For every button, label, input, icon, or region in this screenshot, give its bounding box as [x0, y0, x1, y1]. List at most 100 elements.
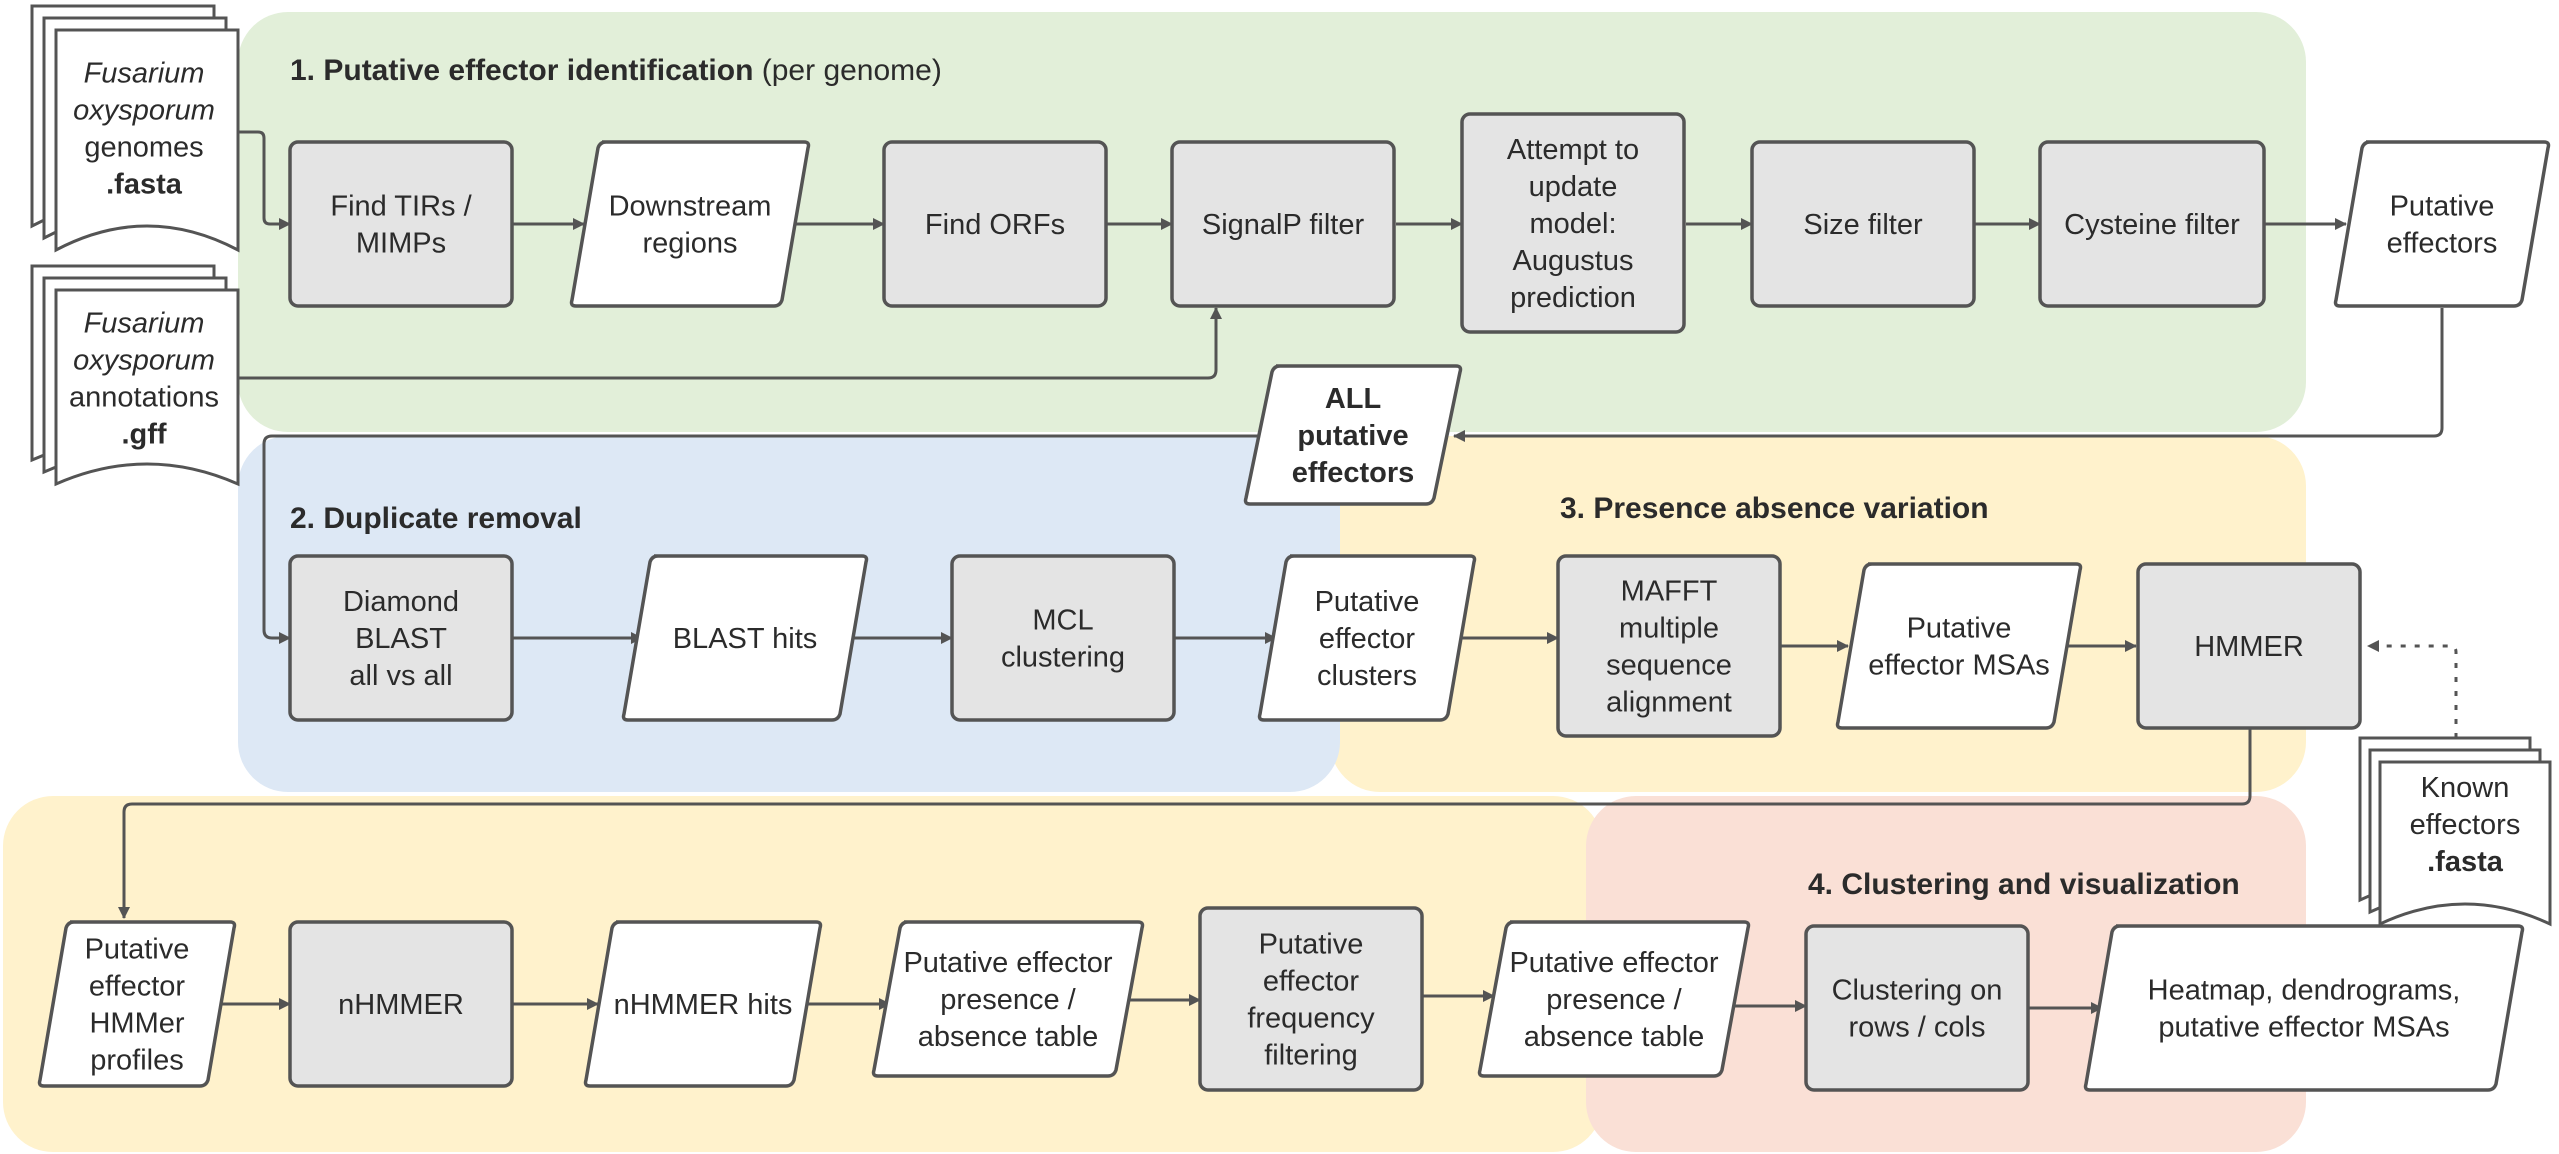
augustus-label-line: Attempt to [1507, 134, 1639, 166]
pa-table-2-label-line: Putative effector [1509, 947, 1718, 979]
pipeline-nodes: Find TIRs /MIMPs Downstream regions Find OR… [37, 112, 2551, 1092]
find-tirs-label-line: MIMPs [356, 228, 446, 260]
find-orfs-label: Find ORFs [925, 209, 1065, 241]
annotations-input-label-line: Fusarium [84, 308, 205, 340]
section-4-title: 4. Clustering and visualization [1808, 868, 2240, 901]
annotations-input-label-line: .gff [121, 419, 166, 451]
mafft-shape [1556, 554, 1782, 738]
effector-msas-shape [1835, 562, 2083, 730]
genomes-input-stack [30, 4, 240, 253]
nhmmer-hits-label: nHMMER hits [614, 989, 793, 1021]
augustus-label-line: Augustus [1513, 245, 1634, 277]
arrow-hmmer-to-hmmer-profiles [118, 728, 2252, 919]
arrow-genomes-to-find-tirs [238, 130, 291, 230]
heatmap-shape [2083, 924, 2525, 1092]
clustering-rows-cols-label-line: Clustering on [1832, 975, 2003, 1007]
blast-hits-shape [621, 554, 869, 722]
annotations-input-label-line: oxysporum [73, 345, 215, 377]
known-effectors-input-label-line: effectors [2410, 809, 2521, 841]
putative-effectors-label-line: effectors [2387, 228, 2498, 260]
size-filter-label-line: Size filter [1803, 209, 1923, 241]
clustering-rows-cols-shape [1804, 924, 2030, 1092]
arrow-all-to-diamond-blast [262, 434, 1262, 644]
diamond-blast-label-line: all vs all [349, 660, 452, 692]
diamond-blast-label-line: BLAST [355, 623, 447, 655]
genomes-input-label-line: .fasta [106, 169, 183, 201]
arrow-known-effectors-to-hmmer [2367, 640, 2458, 738]
cysteine-filter-shape [2038, 140, 2266, 308]
hmmer-shape [2136, 562, 2362, 730]
heatmap-label-line: putative effector MSAs [2158, 1012, 2449, 1044]
all-putative-effectors-shape [1243, 364, 1463, 506]
arrow-putative-effectors-to-all [1453, 308, 2444, 442]
mafft-label: MAFFT multiple sequence alignment [1606, 576, 1732, 719]
arrow-annotations-to-signalp [238, 307, 1222, 380]
putative-effectors-shape [2333, 140, 2551, 308]
mafft-label-line: sequence [1606, 650, 1732, 682]
hmmer-label-line: HMMER [2194, 631, 2304, 663]
mafft-label-line: multiple [1619, 613, 1719, 645]
hmmer-label: HMMER [2194, 631, 2304, 663]
hmmer-profiles-label-line: Putative [85, 934, 190, 966]
known-effectors-input-stack [2358, 736, 2552, 927]
connectors [118, 130, 2458, 1014]
frequency-filtering-label-line: Putative [1259, 929, 1364, 961]
downstream-regions-label-line: regions [642, 228, 737, 260]
hmmer-profiles-label-line: HMMer [89, 1008, 184, 1040]
nhmmer-label: nHMMER [338, 989, 464, 1021]
find-orfs-shape [882, 140, 1108, 308]
cysteine-filter-label: Cysteine filter [2064, 209, 2240, 241]
section-1-title-bold: 1. Putative effector identification [290, 54, 753, 87]
mcl-clustering-label-line: clustering [1001, 642, 1125, 674]
augustus-label-line: update [1529, 171, 1618, 203]
nhmmer-hits-shape [583, 920, 823, 1088]
blast-hits-label-line: BLAST hits [673, 623, 818, 655]
find-orfs-label-line: Find ORFs [925, 209, 1065, 241]
signalp-filter-label: SignalP filter [1202, 209, 1365, 241]
pa-table-2-label-line: presence / [1546, 984, 1682, 1016]
augustus-label-line: prediction [1510, 282, 1636, 314]
pa-table-2-shape [1477, 920, 1751, 1078]
downstream-regions-label-line: Downstream [609, 191, 772, 223]
genomes-document [54, 28, 240, 253]
pa-table-1-label-line: presence / [940, 984, 1076, 1016]
putative-effectors-label: Putative effectors [2387, 191, 2498, 260]
genomes-input-label-line: oxysporum [73, 95, 215, 127]
all-putative-effectors-label-line: ALL [1325, 383, 1381, 415]
putative-effectors-label-line: Putative [2390, 191, 2495, 223]
frequency-filtering-label-line: frequency [1247, 1003, 1375, 1035]
hmmer-profiles-label-line: effector [89, 971, 186, 1003]
find-tirs-label: Find TIRs /MIMPs [330, 191, 472, 260]
section-1-title-rest: (per genome) [753, 54, 941, 87]
section-3-title-bold: 3. Presence absence variation [1560, 492, 1989, 525]
section-4-title-bold: 4. Clustering and visualization [1808, 868, 2240, 901]
annotations-document [54, 288, 240, 487]
cysteine-filter-label-line: Cysteine filter [2064, 209, 2240, 241]
effector-clusters-shape [1257, 554, 1477, 722]
pa-table-1-label-line: Putative effector [903, 947, 1112, 979]
size-filter-label: Size filter [1803, 209, 1923, 241]
effector-msas-label-line: effector MSAs [1868, 650, 2050, 682]
mafft-label-line: MAFFT [1621, 576, 1718, 608]
section-1-title: 1. Putative effector identification (per… [290, 54, 942, 87]
annotations-input-stack [30, 264, 240, 487]
effector-clusters-label-line: Putative [1315, 586, 1420, 618]
mafft-label-line: alignment [1606, 687, 1732, 719]
known-effectors-input-label-line: Known [2421, 772, 2510, 804]
frequency-filtering-shape [1198, 906, 1424, 1092]
heatmap-label-line: Heatmap, dendrograms, [2148, 975, 2461, 1007]
genomes-input-label-line: Fusarium [84, 58, 205, 90]
downstream-regions-shape [569, 140, 811, 308]
